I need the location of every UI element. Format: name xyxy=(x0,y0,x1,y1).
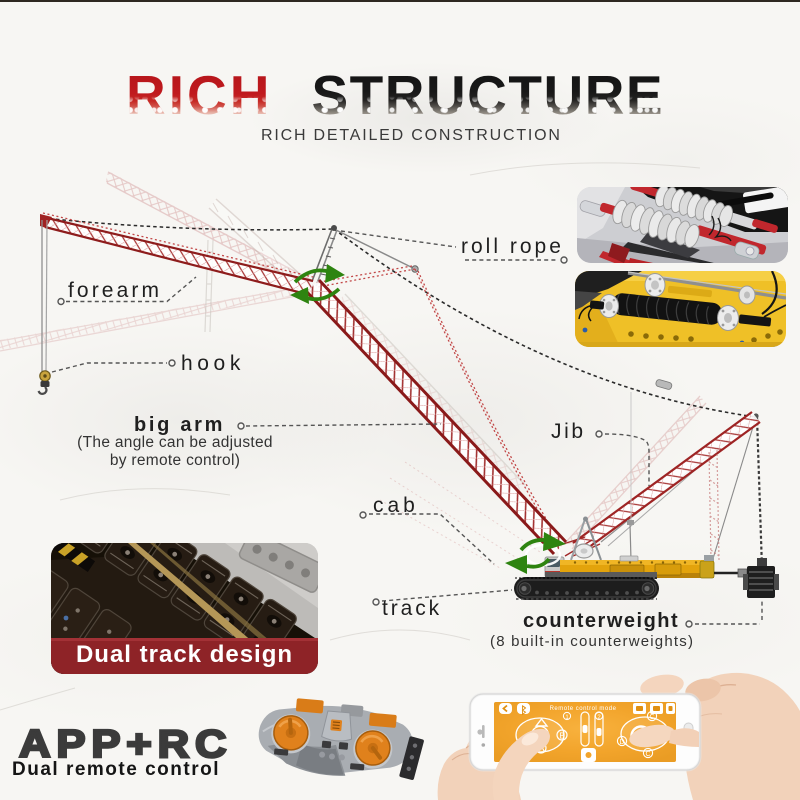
svg-text:1: 1 xyxy=(565,715,569,721)
svg-text:2: 2 xyxy=(597,715,601,721)
svg-text:D: D xyxy=(619,739,624,746)
svg-text:B: B xyxy=(559,732,564,741)
svg-text:C: C xyxy=(649,714,654,721)
svg-text:Remote control mode: Remote control mode xyxy=(550,706,617,712)
svg-text:C: C xyxy=(645,751,650,758)
